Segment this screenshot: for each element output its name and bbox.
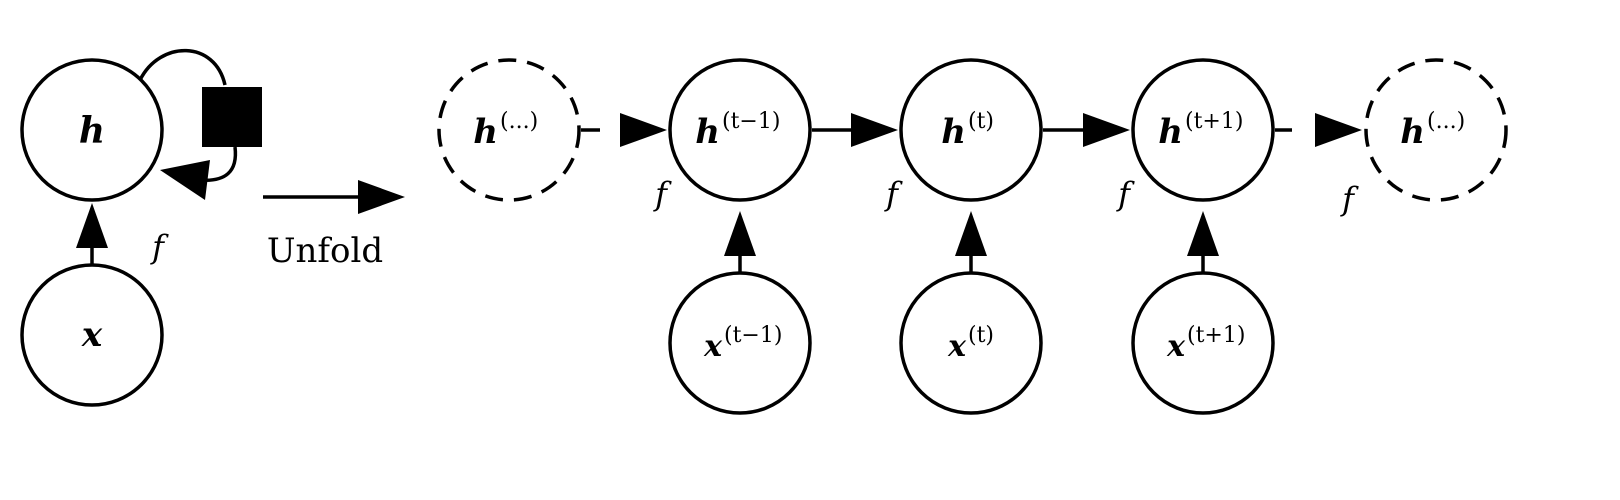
edge-t-minus-1-to-t (812, 113, 898, 147)
hidden-label: h (473, 112, 498, 152)
unrolled-rnn: h (...) h (t−1) h (t) h (t+1) h (...) (437, 58, 1508, 415)
folded-hidden-label: h (79, 110, 105, 152)
hidden-sup: (...) (1427, 109, 1465, 134)
folded-input-arrowhead (76, 203, 108, 248)
hidden-sup: (...) (500, 109, 538, 134)
edge-t-to-t-plus-1 (1043, 113, 1130, 147)
input-node-t: x (t) (899, 211, 1043, 415)
hidden-node-next-ellipsis: h (...) (1364, 58, 1508, 202)
input-node-t-plus-1: x (t+1) (1131, 211, 1275, 415)
edge-t-plus-1-to-next (1275, 113, 1362, 147)
hidden-label: h (1400, 112, 1425, 152)
recurrent-arrowhead (160, 160, 210, 200)
input-sup: (t+1) (1187, 323, 1245, 348)
hidden-node-t: h (t) (899, 58, 1043, 202)
unfold-arrow: Unfold (263, 180, 405, 271)
hidden-sup: (t+1) (1185, 109, 1243, 134)
folded-f-label: f (150, 228, 169, 266)
unfold-arrowhead (358, 180, 405, 214)
delay-square (202, 87, 262, 147)
input-label: x (703, 329, 723, 364)
f-label-4: f (1340, 180, 1359, 218)
f-label-3: f (1116, 175, 1135, 213)
f-label-1: f (653, 175, 672, 213)
hidden-node-t-minus-1: h (t−1) (668, 58, 812, 202)
input-node-t-minus-1: x (t−1) (668, 211, 812, 415)
f-label-2: f (884, 175, 903, 213)
input-sup: (t−1) (724, 323, 782, 348)
hidden-label: h (1158, 112, 1183, 152)
hidden-node-t-plus-1: h (t+1) (1131, 58, 1275, 202)
input-label: x (1166, 329, 1186, 364)
hidden-sup: (t−1) (722, 109, 780, 134)
folded-input-label: x (81, 315, 103, 355)
unfold-label: Unfold (267, 231, 383, 271)
hidden-label: h (695, 112, 720, 152)
folded-rnn: h x f (20, 48, 262, 407)
input-sup: (t) (968, 323, 994, 348)
hidden-sup: (t) (968, 109, 994, 134)
edge-prev-to-t-minus-1 (581, 113, 667, 147)
folded-hidden-node (20, 58, 164, 202)
recurrent-loop-edge (138, 48, 227, 86)
hidden-node-prev-ellipsis: h (...) (437, 58, 581, 202)
hidden-label: h (941, 112, 966, 152)
input-label: x (947, 329, 967, 364)
